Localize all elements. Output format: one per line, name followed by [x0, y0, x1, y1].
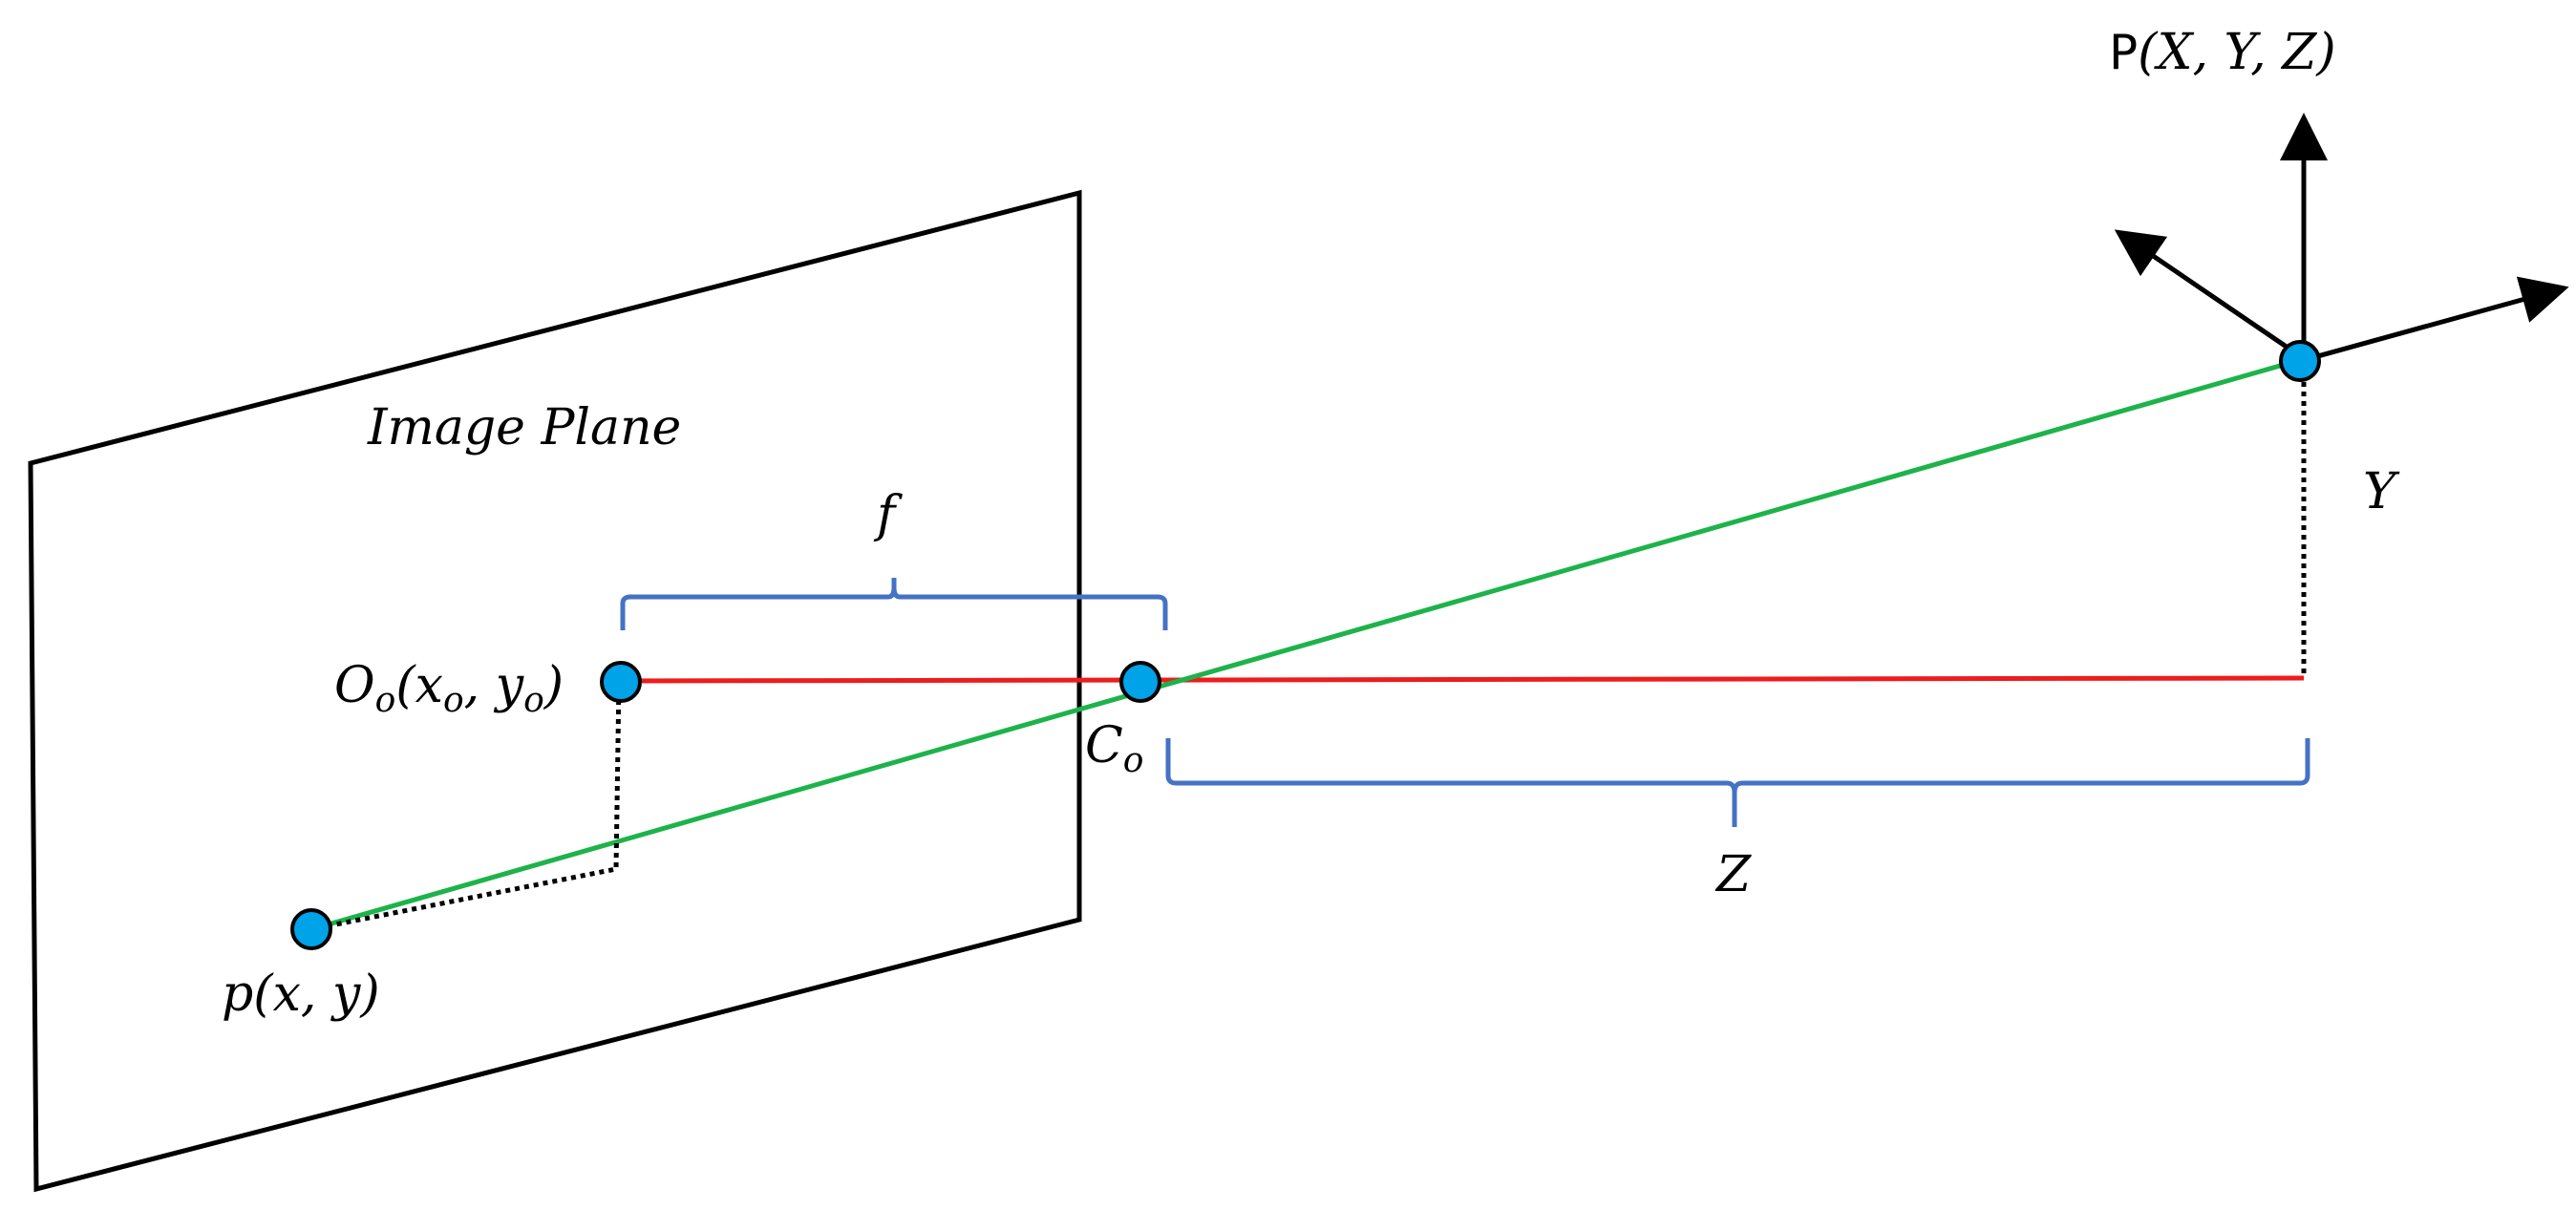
world-point-label: P(X, Y, Z) [2109, 24, 2336, 81]
world-axis-right-arrow [2303, 276, 2569, 363]
image-plane-label: Image Plane [367, 399, 681, 456]
height-label: Y [2363, 463, 2400, 520]
camera-center-label: Co [1085, 717, 1143, 780]
principal-point-coords-mid: , y [464, 657, 524, 714]
world-point-dot [2279, 340, 2321, 382]
principal-point-coords-close: ) [543, 657, 564, 714]
principal-point-coords-sub-y: o [523, 681, 544, 720]
principal-point-main: O [334, 657, 375, 714]
principal-point-label: Oo(xo, yo) [334, 657, 564, 720]
focal-length-brace [620, 578, 1168, 630]
image-point-offset-dotted [310, 680, 622, 932]
image-plane-outline [28, 189, 1082, 1193]
camera-center-dot [1119, 661, 1161, 703]
optical-axis-line [618, 675, 2305, 684]
world-point-coords: (X, Y, Z) [2138, 24, 2335, 81]
depth-label: Z [1714, 846, 1752, 903]
world-point-prefix: P [2109, 25, 2138, 80]
principal-point-sub: o [375, 681, 396, 720]
focal-length-label: f [873, 486, 903, 543]
depth-brace [1165, 738, 2310, 827]
principal-point-dot [600, 661, 642, 703]
camera-center-sub: o [1123, 741, 1144, 780]
world-axis-left-arrow [2114, 229, 2298, 356]
camera-center-main: C [1085, 717, 1123, 775]
principal-point-coords-open: (x [395, 657, 443, 714]
image-point-label: p(x, y) [222, 966, 380, 1023]
principal-point-coords-sub-x: o [443, 681, 464, 720]
image-point-dot [290, 908, 332, 950]
projection-ray-line [310, 357, 2301, 932]
